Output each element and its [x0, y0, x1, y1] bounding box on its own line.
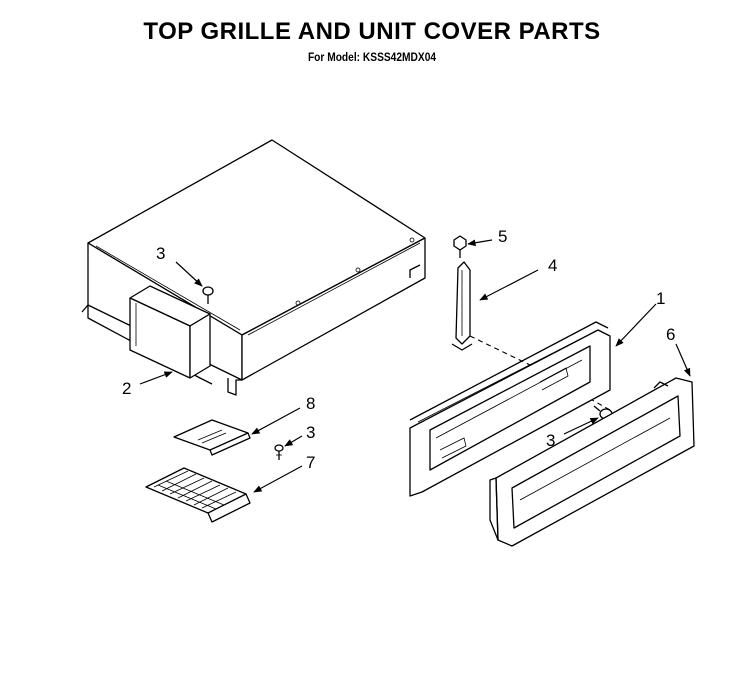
bracket-part-4 [451, 261, 473, 351]
control-housing [129, 285, 213, 385]
diagram-subtitle: For Model: KSSS42MDX04 [307, 50, 437, 64]
bracket-part-8 [173, 419, 251, 456]
callout-3-frame: 3 [546, 431, 555, 450]
leader-lines [139, 239, 691, 493]
screw-part-5 [453, 235, 467, 258]
front-grille-part-6 [489, 377, 695, 547]
callout-8: 8 [306, 394, 315, 413]
grille-frame-part-1 [409, 321, 611, 497]
unit-cover [81, 139, 426, 396]
callout-3-cover: 3 [156, 244, 165, 263]
diagram-title: TOP GRILLE AND UNIT COVER PARTS [143, 18, 601, 45]
callout-labels: 1 2 3 3 3 4 5 6 7 8 [122, 227, 675, 472]
callout-2: 2 [122, 379, 131, 398]
callout-3-middle: 3 [306, 423, 315, 442]
screw-top [202, 286, 214, 304]
callout-4: 4 [548, 256, 557, 275]
callout-1: 1 [656, 289, 665, 308]
screw-middle [274, 444, 284, 460]
callout-7: 7 [306, 453, 315, 472]
grille-part-7 [145, 467, 251, 523]
callout-5: 5 [498, 227, 507, 246]
callout-6: 6 [666, 325, 675, 344]
